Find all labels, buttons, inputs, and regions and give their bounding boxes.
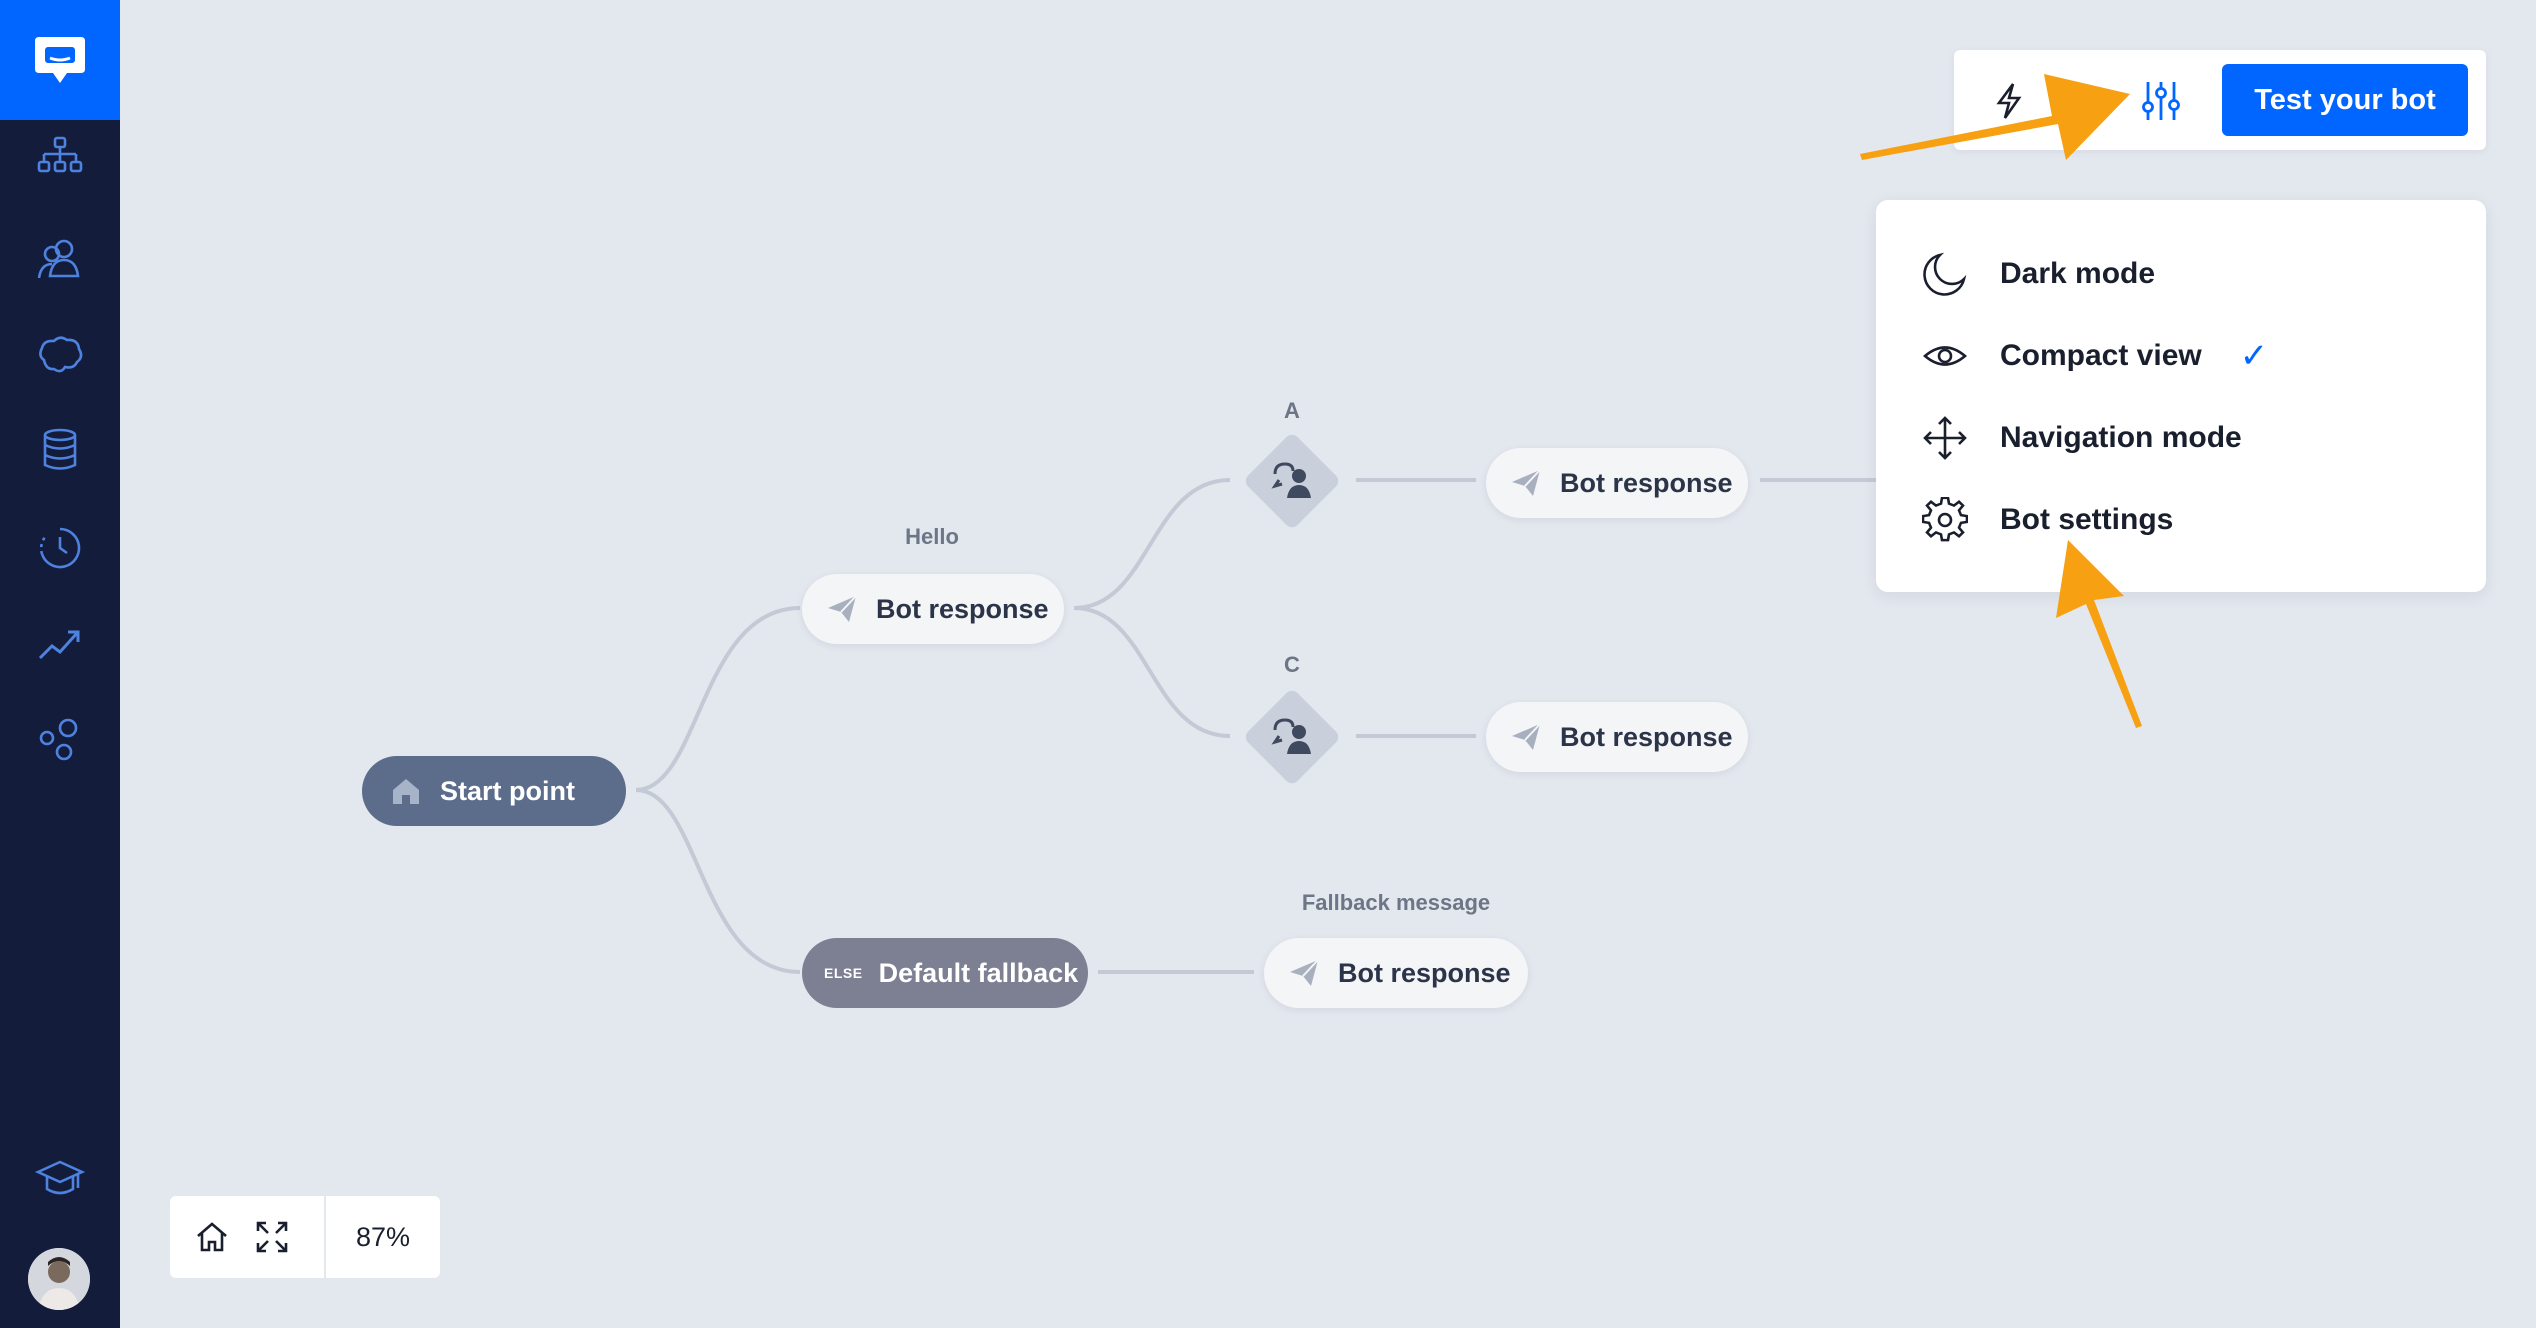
chat-bubble-logo-icon: [35, 37, 85, 83]
response-c-node[interactable]: Bot response: [1486, 702, 1748, 772]
search-icon: [2049, 85, 2082, 118]
users-icon: [37, 239, 80, 279]
fit-screen-icon: [256, 1221, 288, 1253]
send-icon: [822, 589, 862, 629]
integrations-icon: [39, 718, 78, 761]
sitemap-icon: [37, 136, 83, 173]
navigation-mode-label: Navigation mode: [2000, 421, 2242, 454]
fallback-bot-response-label: Bot response: [1338, 957, 1511, 988]
hello-bot-response-node[interactable]: Bot response: [802, 574, 1064, 644]
gear-icon: [1920, 495, 1970, 545]
sidebar-item-analytics[interactable]: [30, 614, 90, 674]
hello-caption: Hello: [905, 524, 959, 549]
sidebar-item-audience[interactable]: [30, 230, 90, 290]
moon-icon: [1920, 249, 1970, 299]
home-icon: [197, 1222, 227, 1252]
test-your-bot-button[interactable]: Test your bot: [2222, 64, 2468, 136]
zoom-divider: [324, 1196, 326, 1278]
clock-icon: [39, 527, 81, 569]
response-a-node[interactable]: Bot response: [1486, 448, 1748, 518]
lightning-icon: [1996, 83, 2022, 119]
center-home-button[interactable]: [182, 1196, 242, 1278]
user-avatar[interactable]: [28, 1248, 90, 1310]
chart-trend-icon: [38, 630, 80, 660]
fallback-message-caption: Fallback message: [1301, 890, 1491, 915]
avatar-icon: [28, 1248, 90, 1310]
settings-sliders-button[interactable]: [2138, 78, 2184, 124]
else-tag: ELSE: [824, 965, 863, 981]
send-icon: [1284, 953, 1324, 993]
sidebar-item-history[interactable]: [30, 518, 90, 578]
zoom-panel: 87%: [170, 1196, 440, 1278]
start-point-node[interactable]: Start point: [362, 756, 626, 826]
search-button[interactable]: [2042, 78, 2088, 124]
default-fallback-label: Default fallback: [878, 957, 1079, 988]
menu-item-bot-settings[interactable]: Bot settings: [1920, 490, 2440, 550]
sidebar-item-stories[interactable]: [30, 128, 90, 188]
branch-c-caption: C: [1284, 652, 1300, 677]
settings-menu: Dark mode Compact view ✓ Navigation mode…: [1876, 200, 2486, 592]
branch-c-node[interactable]: [1242, 687, 1342, 787]
branch-a-node[interactable]: [1242, 431, 1342, 531]
menu-item-compact-view[interactable]: Compact view ✓: [1920, 326, 2440, 386]
graduation-cap-icon: [34, 1160, 86, 1195]
brain-icon: [39, 336, 83, 373]
bot-settings-label: Bot settings: [2000, 503, 2174, 536]
default-fallback-node[interactable]: ELSE Default fallback: [802, 938, 1088, 1008]
send-icon: [1506, 463, 1546, 503]
dark-mode-label: Dark mode: [2000, 257, 2156, 290]
compact-view-label: Compact view: [2000, 339, 2202, 372]
lightning-button[interactable]: [1986, 78, 2032, 124]
sidebar: [0, 0, 120, 1328]
fallback-bot-response-node[interactable]: Bot response: [1264, 938, 1528, 1008]
move-arrows-icon: [1920, 413, 1970, 463]
zoom-level: 87%: [356, 1221, 411, 1252]
response-c-label: Bot response: [1560, 721, 1733, 752]
home-icon: [386, 771, 426, 811]
checkmark-icon: ✓: [2239, 337, 2269, 375]
sidebar-item-academy[interactable]: [30, 1150, 90, 1210]
sidebar-item-data[interactable]: [30, 420, 90, 480]
sidebar-item-training[interactable]: [30, 326, 90, 386]
sliders-icon: [2142, 82, 2180, 120]
menu-item-navigation-mode[interactable]: Navigation mode: [1920, 408, 2440, 468]
database-icon: [43, 428, 77, 470]
start-point-label: Start point: [440, 775, 575, 806]
eye-icon: [1920, 331, 1970, 381]
top-toolbar: Test your bot: [1954, 50, 2486, 150]
fit-screen-button[interactable]: [242, 1196, 302, 1278]
hello-bot-response-label: Bot response: [876, 593, 1049, 624]
response-a-label: Bot response: [1560, 467, 1733, 498]
branch-a-caption: A: [1284, 398, 1300, 423]
menu-item-dark-mode[interactable]: Dark mode: [1920, 244, 2440, 304]
send-icon: [1506, 717, 1546, 757]
sidebar-item-integrations[interactable]: [30, 710, 90, 770]
app-logo[interactable]: [0, 0, 120, 120]
